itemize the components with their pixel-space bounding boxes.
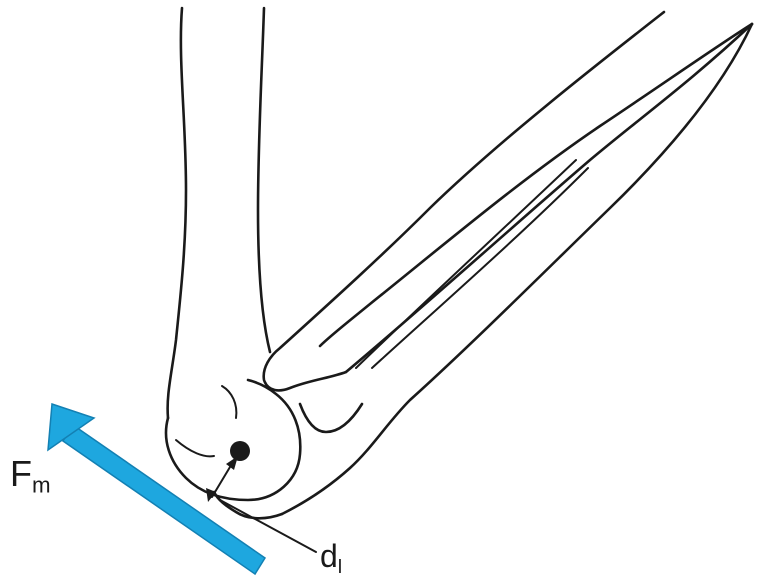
lever-arm-arrowhead-top (226, 456, 238, 470)
muscle-force-label-sub: m (32, 473, 51, 498)
humerus-right-edge (258, 8, 270, 352)
muscle-force-label: Fm (10, 456, 51, 497)
humerus-lower-curve (176, 440, 214, 456)
ulna-inner-line (372, 168, 588, 368)
lever-arm-label-sub: l (338, 556, 342, 578)
olecranon-outline (300, 404, 362, 432)
forearm-bones (214, 12, 752, 518)
radius-inner-line (356, 160, 576, 368)
humerus-fossa-line (222, 386, 236, 418)
humerus-bone (166, 8, 300, 500)
muscle-force-arrow (48, 404, 265, 574)
humerus-left-edge (168, 8, 186, 418)
lever-arm-label-main: d (320, 538, 338, 574)
ulna-lower-edge (282, 24, 752, 514)
radius-upper-edge (264, 12, 664, 390)
lever-arm-label: dl (320, 540, 342, 578)
ulna-upper-edge (320, 24, 752, 346)
joint-axis-dot (230, 441, 250, 461)
muscle-force-label-main: F (10, 453, 32, 494)
